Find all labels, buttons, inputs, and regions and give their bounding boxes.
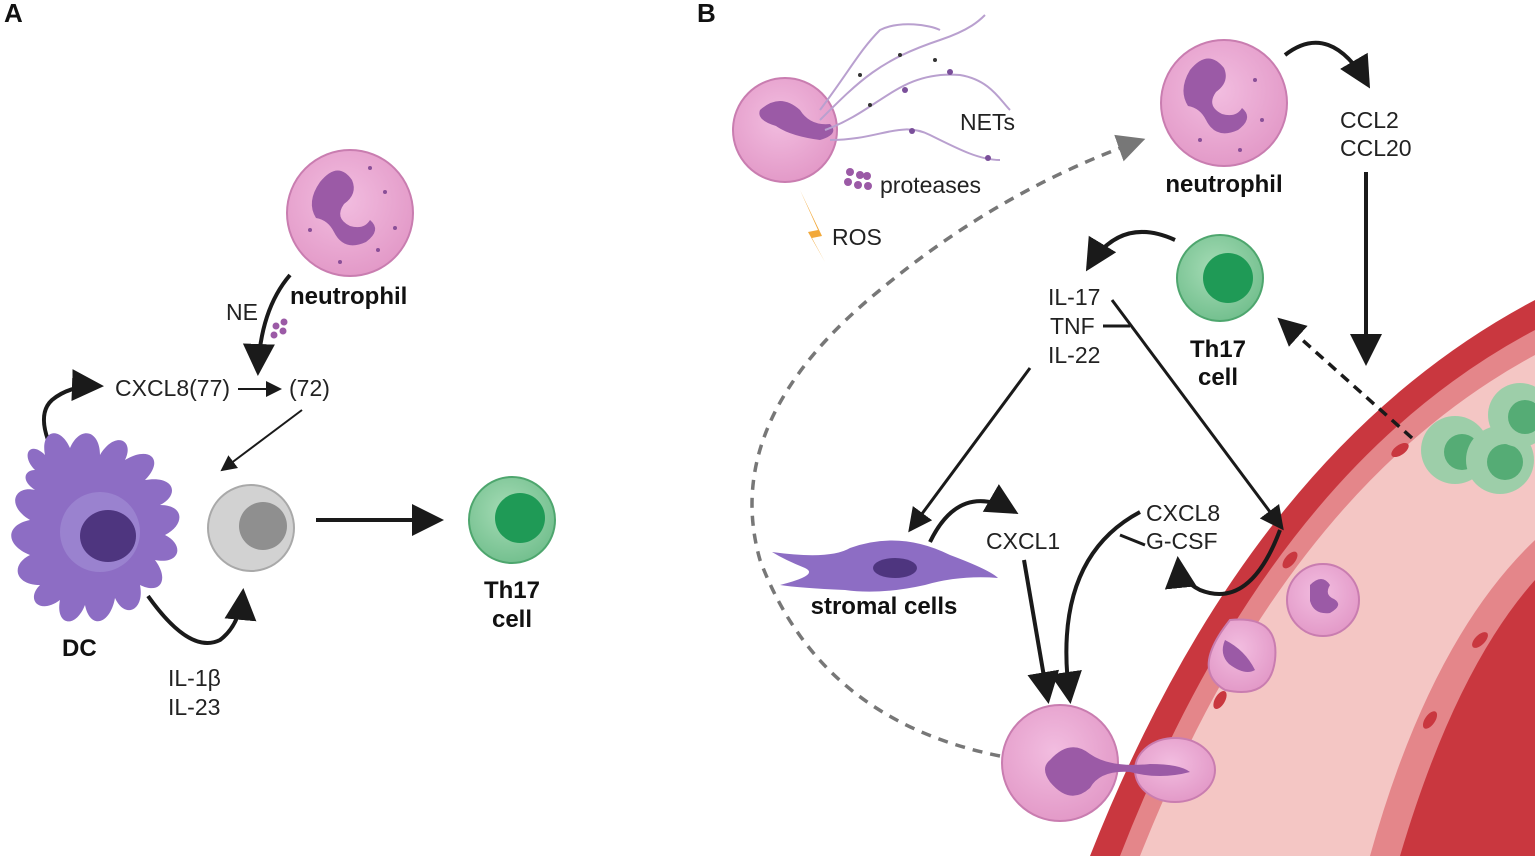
cxcl8-72-label: (72) xyxy=(289,375,330,401)
vessel-neutrophil-1 xyxy=(1286,563,1360,637)
protease-granules xyxy=(844,168,872,190)
th17-label-b-line2: cell xyxy=(1198,364,1238,391)
ne-label: NE xyxy=(226,299,258,325)
panel-b-label: B xyxy=(697,0,716,28)
th17-label-b-line1: Th17 xyxy=(1190,336,1246,363)
cxcl8-connector xyxy=(1119,533,1146,547)
cxcl8-label-b: CXCL8 xyxy=(1146,500,1220,526)
neutrophil-label-b: neutrophil xyxy=(1165,171,1282,198)
th17-cell-a xyxy=(468,476,556,564)
endothelium-release-arrow xyxy=(1164,529,1282,596)
th17-recruitment-arrow xyxy=(1277,317,1414,440)
cxcl1-release-arrow xyxy=(928,484,1019,543)
cxcl8-72-to-tcell-arrow xyxy=(220,409,303,472)
neutrophil-cell-a xyxy=(286,149,414,277)
th17-label-a-line2: cell xyxy=(492,606,532,633)
il1b-label: IL-1β xyxy=(168,665,221,691)
feedback-loop-arrow xyxy=(750,134,1146,758)
nets-label: NETs xyxy=(960,109,1015,135)
ne-arrow xyxy=(242,273,292,376)
ccl20-label: CCL20 xyxy=(1340,135,1412,161)
cytokine-to-vessel-arrow xyxy=(1110,299,1284,531)
cxcl8-77-label: CXCL8(77) xyxy=(115,375,230,401)
vessel-neutrophil-2 xyxy=(1207,618,1277,693)
cxcl8-to-neutrophil-arrow xyxy=(1050,510,1141,704)
proteases-label: proteases xyxy=(880,172,981,198)
ccl2-label: CCL2 xyxy=(1340,107,1399,133)
ccl-release-arrow xyxy=(1283,40,1371,89)
neutrophil-cell-b xyxy=(1160,39,1288,167)
transmigrating-neutrophil xyxy=(1001,704,1216,822)
th17-label-a-line1: Th17 xyxy=(484,577,540,604)
il23-label: IL-23 xyxy=(168,694,220,720)
ros-label: ROS xyxy=(832,224,882,250)
ne-granules xyxy=(270,318,288,339)
tnf-label: TNF xyxy=(1050,313,1095,339)
stromal-cells-label: stromal cells xyxy=(811,593,958,620)
dendritic-cell xyxy=(11,433,180,622)
il22-label: IL-22 xyxy=(1048,342,1100,368)
il1b-il23-arrow xyxy=(146,588,257,646)
vessel-th17-cells xyxy=(1421,383,1535,494)
gcsf-label: G-CSF xyxy=(1146,528,1218,554)
naive-t-cell xyxy=(207,484,295,572)
cytokine-to-stromal-arrow xyxy=(908,367,1032,533)
cytokine-release-arrow xyxy=(1085,230,1176,272)
stromal-cell xyxy=(772,540,998,592)
dc-label: DC xyxy=(62,635,97,662)
nets-neutrophil xyxy=(732,14,1011,183)
panel-a-label: A xyxy=(4,0,23,28)
il17-label: IL-17 xyxy=(1048,284,1100,310)
th17-cell-b xyxy=(1176,234,1264,322)
cxcl1-to-neutrophil-arrow xyxy=(1022,559,1060,704)
ros-bolt xyxy=(800,190,825,262)
cxcl1-label: CXCL1 xyxy=(986,528,1060,554)
neutrophil-label-a: neutrophil xyxy=(290,283,407,310)
